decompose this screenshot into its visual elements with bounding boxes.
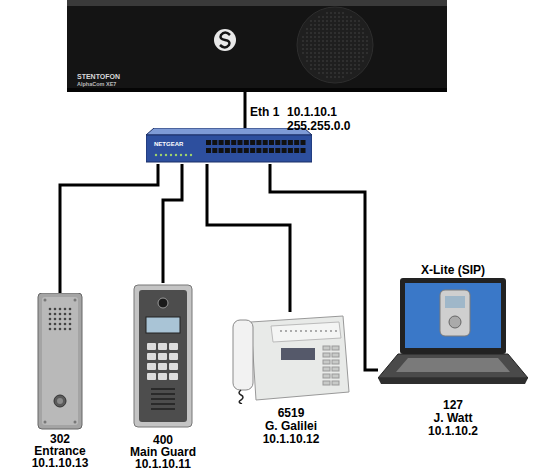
ip-address: 10.1.10.1 xyxy=(287,106,337,118)
ip-address: 10.1.10.13 xyxy=(18,457,102,469)
control-server-art xyxy=(67,0,447,92)
subnet-mask: 255.255.0.0 xyxy=(287,120,350,132)
ip-address: 10.1.10.12 xyxy=(231,433,351,445)
station-number: 400 xyxy=(122,434,204,446)
station-number: 302 xyxy=(18,433,102,445)
ip-address: 10.1.10.2 xyxy=(378,425,528,437)
station-name: Main Guard xyxy=(122,446,204,458)
client-name: X-Lite (SIP) xyxy=(378,264,528,276)
network-cable xyxy=(60,164,158,293)
ip-address: 10.1.10.11 xyxy=(122,458,204,470)
port-name: Eth 1 xyxy=(250,106,279,118)
station-name: J. Watt xyxy=(378,412,528,424)
network-cable xyxy=(207,164,290,312)
intercom-station: 302Entrance10.1.10.13 xyxy=(18,293,102,470)
network-cable xyxy=(244,92,247,128)
sip-laptop-art xyxy=(378,278,528,394)
desk-station-art xyxy=(231,312,351,404)
network-switch: NETGEAR xyxy=(146,128,312,164)
brand-name: NETGEAR xyxy=(154,141,183,147)
sip-laptop: X-Lite (SIP) 127J. Watt10.1.10.2 xyxy=(378,262,528,438)
network-cable xyxy=(270,164,378,370)
station-number: 6519 xyxy=(231,407,351,419)
door-station: 400Main Guard10.1.10.11 xyxy=(122,283,204,470)
model-name: AlphaCom XE7 xyxy=(77,82,116,88)
station-name: Entrance xyxy=(18,445,102,457)
door-station-art xyxy=(122,283,204,429)
intercom-station-art xyxy=(18,293,102,431)
control-server: STENTOFON AlphaCom XE7 xyxy=(67,0,447,92)
station-name: G. Galilei xyxy=(231,420,351,432)
station-number: 127 xyxy=(378,399,528,411)
network-cable xyxy=(163,164,182,283)
brand-name: STENTOFON xyxy=(77,73,120,80)
desk-station: 6519G. Galilei10.1.10.12 xyxy=(231,312,351,446)
